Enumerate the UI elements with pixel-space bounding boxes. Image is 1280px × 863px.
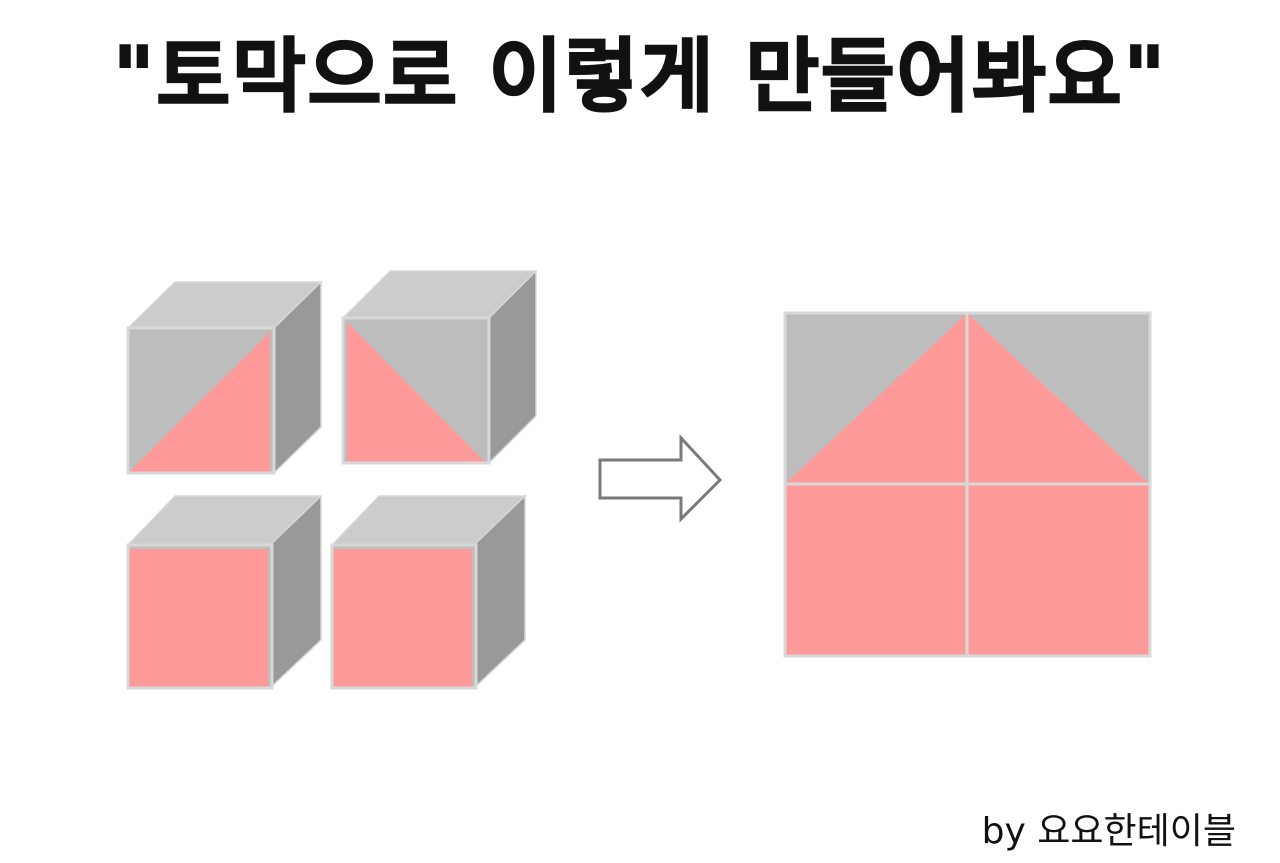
- block-diagonal-bottom-right: [126, 280, 323, 475]
- result-pattern: [783, 311, 1152, 658]
- block-pink-square: [128, 549, 268, 688]
- result-tile-bottom-right: [967, 484, 1150, 656]
- page-title: "토막으로 이렇게 만들어봐요": [112, 29, 1168, 124]
- result-tile-top-left-pink: [785, 313, 967, 484]
- right-arrow-outline-icon: [598, 434, 723, 523]
- author-credit: by 요요한테이블: [981, 811, 1236, 852]
- block-solid-pink-left: [126, 494, 323, 690]
- result-tile-bottom-left: [785, 484, 967, 656]
- block-front-border: [341, 316, 491, 465]
- block-front-border: [126, 543, 274, 690]
- result-tile-top-right-pink: [967, 313, 1150, 484]
- result-border: [783, 311, 1152, 658]
- block-pink-triangle: [347, 322, 486, 463]
- block-front-border: [330, 543, 478, 690]
- block-solid-pink-right: [330, 494, 527, 690]
- block-pink-square: [332, 549, 472, 688]
- block-pink-triangle: [128, 332, 270, 473]
- block-diagonal-bottom-left: [341, 269, 538, 465]
- block-front-border: [126, 326, 276, 475]
